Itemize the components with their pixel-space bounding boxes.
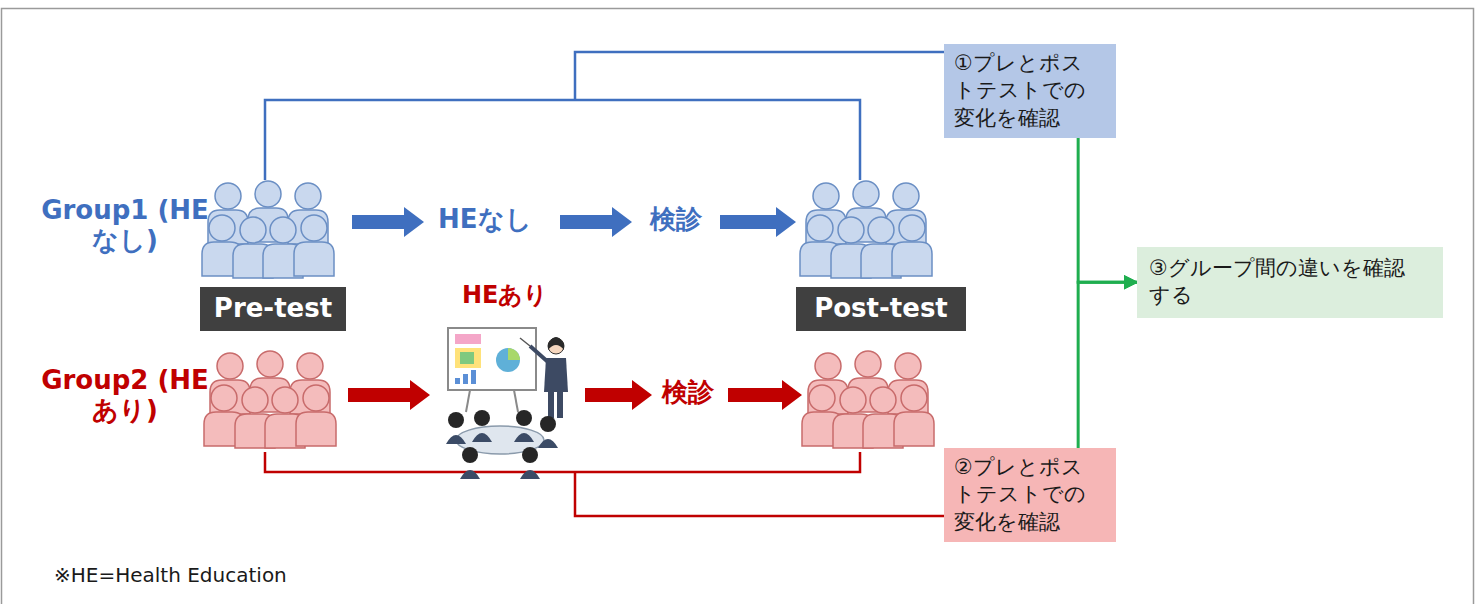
person-body xyxy=(296,412,336,446)
people-group xyxy=(202,181,334,278)
person-head xyxy=(209,215,235,241)
person-head xyxy=(211,385,237,411)
person-head xyxy=(297,353,323,379)
person-head xyxy=(240,217,266,243)
person-body xyxy=(894,412,934,446)
person-head xyxy=(215,183,241,209)
person-head xyxy=(838,217,864,243)
flow-arrow xyxy=(560,207,632,237)
person-head xyxy=(301,215,327,241)
people-group xyxy=(204,351,336,448)
person-head xyxy=(901,385,927,411)
person-head xyxy=(893,183,919,209)
bracket-line xyxy=(265,452,944,516)
classroom-illustration xyxy=(446,328,568,479)
person-head xyxy=(868,217,894,243)
people-group xyxy=(800,181,932,278)
person-head xyxy=(899,215,925,241)
person-body xyxy=(294,242,334,276)
phase-box: Pre-test xyxy=(200,287,346,331)
callout-box: ②プレとポストテストでの変化を確認 xyxy=(944,448,1116,542)
person-head xyxy=(840,387,866,413)
connector xyxy=(1078,282,1137,448)
step-label: 検診 xyxy=(650,205,702,235)
bracket-line xyxy=(265,52,944,180)
flow-arrow xyxy=(585,380,652,410)
person-head xyxy=(870,387,896,413)
connector xyxy=(1078,138,1137,282)
phase-box: Post-test xyxy=(796,287,966,331)
person-head xyxy=(295,183,321,209)
node-text: ③グループ間の違いを確認する xyxy=(1149,255,1423,310)
node-text: ②プレとポストテストでの変化を確認 xyxy=(954,454,1096,536)
person-head xyxy=(809,385,835,411)
person-body xyxy=(892,242,932,276)
person-head xyxy=(255,181,281,207)
person-head xyxy=(853,181,879,207)
step-label: 検診 xyxy=(662,378,714,408)
person-head xyxy=(242,387,268,413)
step-label: HEなし xyxy=(438,205,532,235)
group-label: Group2 (HEあり) xyxy=(40,366,210,426)
flow-arrow xyxy=(720,207,796,237)
node-text: Post-test xyxy=(802,292,960,326)
person-head xyxy=(270,217,296,243)
callout-box: ③グループ間の違いを確認する xyxy=(1137,247,1443,318)
flow-arrow xyxy=(348,380,430,410)
person-head xyxy=(815,353,841,379)
callout-box: ①プレとポストテストでの変化を確認 xyxy=(944,44,1116,138)
person-head xyxy=(257,351,283,377)
frame xyxy=(2,9,1474,604)
node-text: ①プレとポストテストでの変化を確認 xyxy=(954,50,1096,132)
flow-arrow xyxy=(352,207,424,237)
connectors xyxy=(1078,138,1137,448)
person-head xyxy=(217,353,243,379)
step-label: HEあり xyxy=(462,282,548,310)
person-head xyxy=(813,183,839,209)
person-head xyxy=(807,215,833,241)
person-head xyxy=(272,387,298,413)
person-head xyxy=(895,353,921,379)
person-head xyxy=(303,385,329,411)
person-head xyxy=(855,351,881,377)
footnote: ※HE=Health Education xyxy=(54,564,287,587)
group-label: Group1 (HEなし) xyxy=(40,196,210,256)
people-group xyxy=(802,351,934,448)
flow-arrow xyxy=(728,380,802,410)
node-text: Pre-test xyxy=(206,292,340,326)
